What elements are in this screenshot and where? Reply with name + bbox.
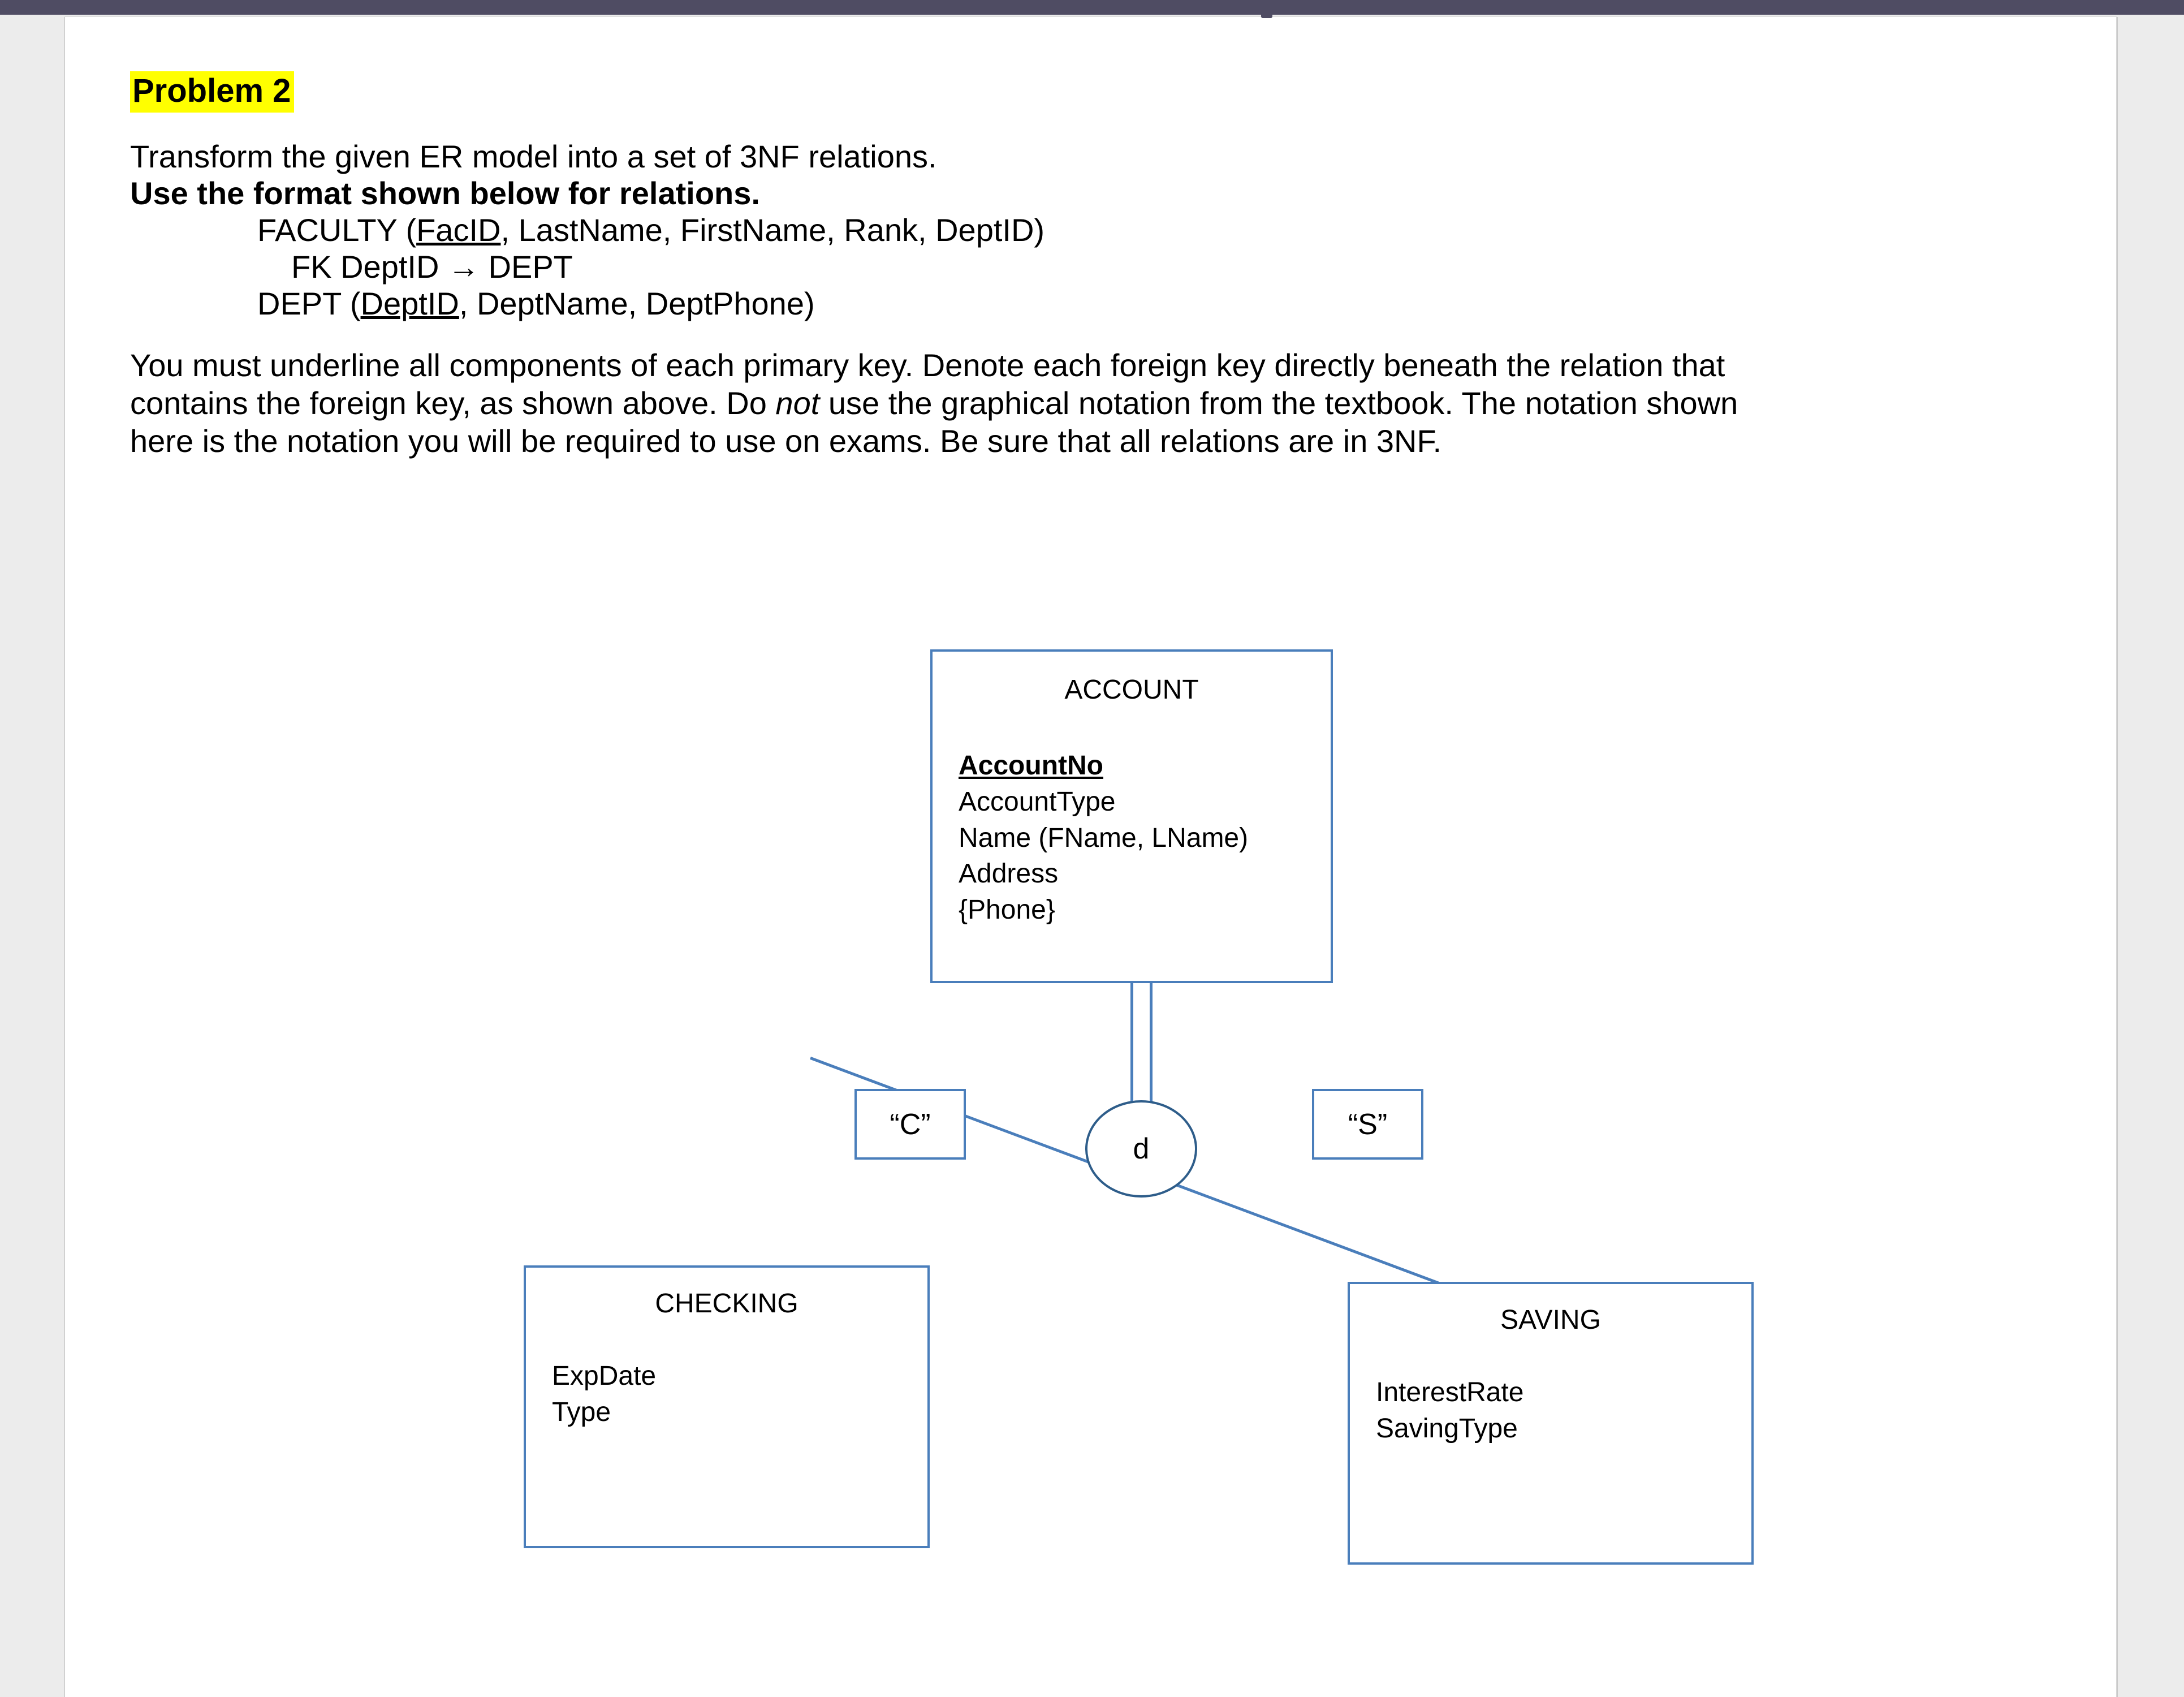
intro-line-2: Use the format shown below for relations… bbox=[130, 175, 760, 211]
faculty-primary-key: FacID bbox=[416, 212, 501, 248]
instructions-part-1: You must underline all components of eac… bbox=[130, 347, 1725, 421]
left-margin-gutter bbox=[0, 17, 64, 1697]
page-title: Problem 2 bbox=[130, 71, 295, 113]
relation-dept: DEPT (DeptID, DeptName, DeptPhone) bbox=[257, 286, 2116, 322]
problem-heading-wrap: Problem 2 bbox=[65, 44, 2116, 113]
vertical-scrollbar[interactable] bbox=[2117, 17, 2184, 1697]
page-right-edge bbox=[2116, 17, 2118, 1697]
instructions-part-2: use the graphical notation from the text… bbox=[130, 385, 1738, 459]
dept-primary-key: DeptID bbox=[360, 285, 459, 321]
dept-attributes: , DeptName, DeptPhone) bbox=[459, 285, 815, 321]
document-body: Problem 2 Transform the given ER model i… bbox=[65, 17, 2116, 460]
top-bar-handle[interactable] bbox=[1261, 10, 1272, 18]
window-top-bar bbox=[0, 0, 2184, 15]
instructions-emphasis: not bbox=[775, 385, 820, 421]
instructions-paragraph: You must underline all components of eac… bbox=[130, 347, 1770, 460]
relation-faculty: FACULTY (FacID, LastName, FirstName, Ran… bbox=[257, 212, 2116, 249]
faculty-attributes: , LastName, FirstName, Rank, DeptID) bbox=[500, 212, 1045, 248]
intro-line-1: Transform the given ER model into a set … bbox=[130, 138, 937, 174]
dept-prefix: DEPT ( bbox=[257, 285, 361, 321]
faculty-prefix: FACULTY ( bbox=[257, 212, 417, 248]
relation-faculty-foreign-key: FK DeptID → DEPT bbox=[291, 248, 573, 285]
page-left-edge bbox=[64, 17, 66, 1697]
document-page: Problem 2 Transform the given ER model i… bbox=[65, 17, 2116, 1697]
